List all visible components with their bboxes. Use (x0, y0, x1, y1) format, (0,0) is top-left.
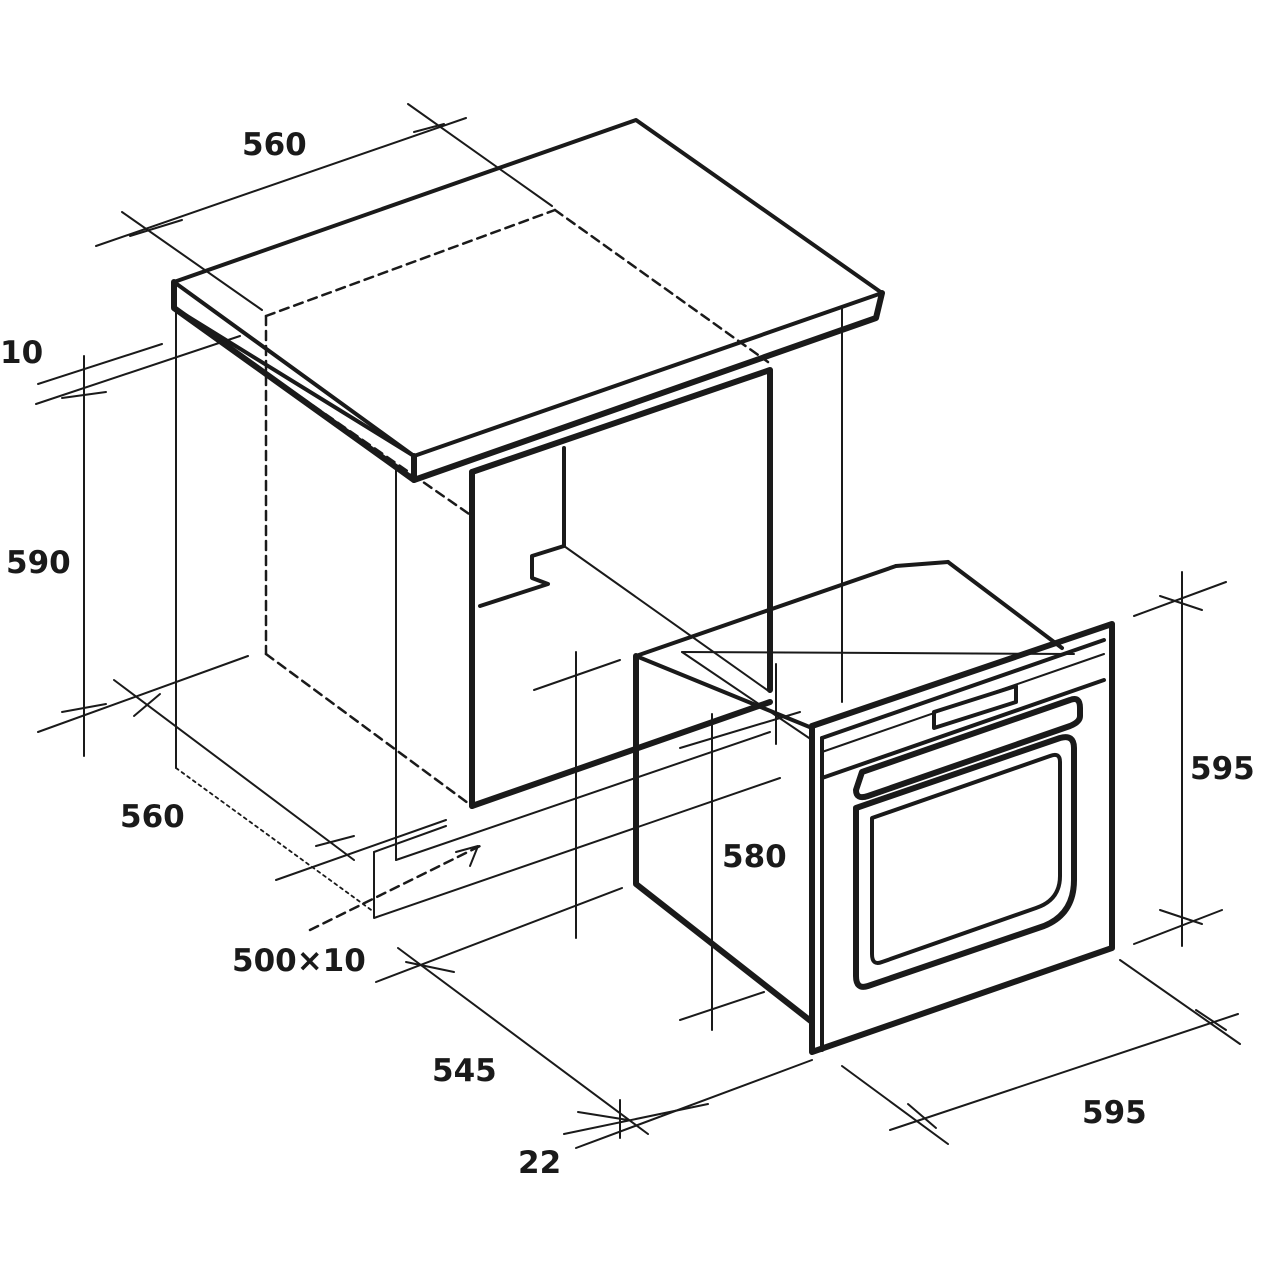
oven-front (809, 621, 1115, 1055)
oven-niche (469, 367, 773, 809)
door-window-inner (870, 752, 1062, 965)
dim-oven-height (1133, 571, 1227, 947)
label-door-overhang: 22 (518, 1145, 562, 1181)
door-handle (853, 696, 1083, 801)
label-oven-height: 595 (1190, 751, 1255, 787)
dim-cabinet-depth (113, 679, 447, 881)
display-panel (932, 684, 1018, 730)
plinth-vent (308, 731, 781, 932)
label-cabinet-height: 590 (6, 545, 71, 581)
label-oven-depth: 545 (432, 1053, 497, 1089)
worktop (171, 118, 885, 483)
label-oven-inner-height: 580 (722, 839, 787, 875)
oven-unit (633, 560, 1115, 1055)
label-cabinet-depth: 560 (120, 799, 185, 835)
label-vent-opening: 500×10 (232, 943, 366, 979)
label-worktop-thickness: 10 (0, 335, 44, 371)
door-window-outer (853, 734, 1077, 990)
dimension-lines (35, 103, 1241, 1149)
label-oven-width: 595 (1082, 1095, 1147, 1131)
dim-oven-inner-height (533, 651, 801, 1031)
dim-oven-width (841, 959, 1241, 1145)
dim-cabinet-width-top (95, 103, 553, 311)
dim-worktop-thickness (35, 335, 241, 411)
cabinet-sides (175, 307, 843, 913)
label-cabinet-width-top: 560 (242, 127, 307, 163)
cabinet-unit (171, 118, 885, 932)
dim-cabinet-height (37, 383, 249, 757)
oven-body (633, 560, 1075, 1025)
dim-oven-depth (375, 887, 649, 1135)
dim-door-overhang (563, 1059, 813, 1149)
cabinet-hidden-edges (188, 208, 770, 808)
